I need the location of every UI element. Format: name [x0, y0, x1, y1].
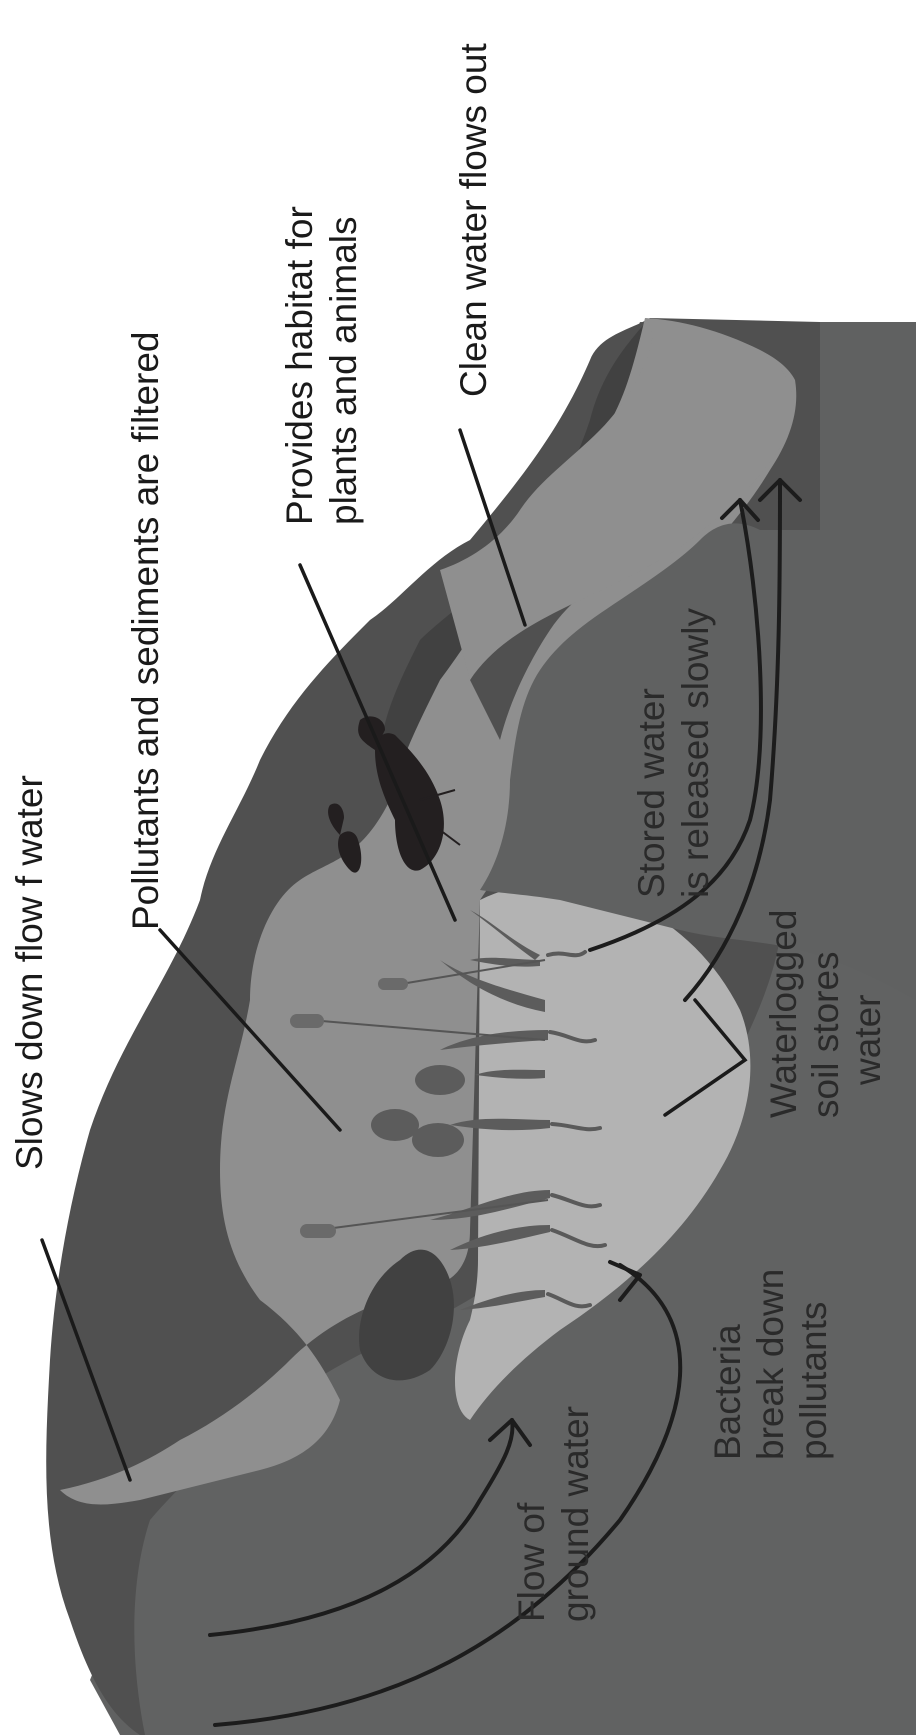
label-waterlogged-line2: soil stores — [805, 951, 846, 1118]
label-bacteria-line3: pollutants — [793, 1302, 834, 1460]
label-bacteria-line1: Bacteria — [707, 1324, 748, 1460]
label-waterlogged-line3: water — [847, 995, 888, 1086]
label-habitat-line1: Provides habitat for — [279, 206, 320, 525]
label-pollutants: Pollutants and sediments are filtered — [125, 331, 166, 930]
label-waterlogged-line1: Waterlogged — [763, 910, 804, 1118]
label-stored-line1: Stored water — [631, 688, 672, 898]
label-slows-flow: Slows down flow f water — [9, 775, 50, 1170]
label-groundwater-line2: ground water — [555, 1406, 596, 1622]
label-habitat-line2: plants and animals — [323, 216, 364, 525]
label-clean-water: Clean water flows out — [453, 43, 494, 397]
label-bacteria-line2: break down — [750, 1269, 791, 1460]
label-groundwater-line1: Flow of — [511, 1502, 552, 1622]
label-stored-line2: is released slowly — [675, 608, 716, 898]
